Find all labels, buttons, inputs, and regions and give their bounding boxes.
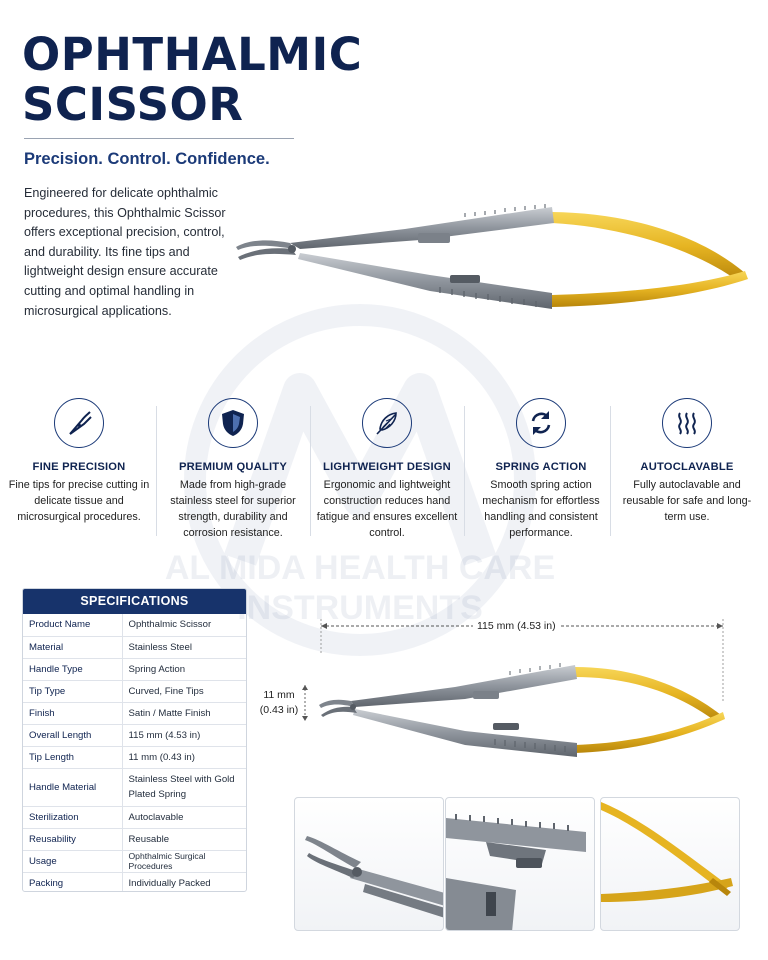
table-row: Sterilization Autoclavable [23, 806, 246, 829]
feature-title: SPRING ACTION [495, 461, 587, 473]
detail-image-lock [445, 797, 595, 931]
feature-description: Made from high-grade stainless steel for… [170, 479, 296, 539]
shield-icon [208, 398, 258, 448]
feature-divider [464, 406, 465, 536]
spec-key: Material [23, 636, 123, 659]
feature-description: Fully autoclavable and reusable for safe… [622, 479, 752, 523]
table-row: Packing Individually Packed [23, 872, 246, 891]
feature-title: FINE PRECISION [32, 461, 126, 473]
spec-value: Spring Action [122, 658, 246, 681]
tip-length-label: 11 mm (0.43 in) [257, 688, 301, 718]
hero-scissor-image [236, 204, 748, 309]
feature-spring-action: SPRING ACTION Smooth spring action mecha… [465, 398, 617, 541]
specifications-table: SPECIFICATIONS Product Name Ophthalmic S… [22, 588, 247, 892]
spec-key: Overall Length [23, 724, 123, 747]
spec-value: Reusable [122, 828, 246, 851]
feature-title: AUTOCLAVABLE [640, 461, 734, 473]
feature-lightweight-design: LIGHTWEIGHT DESIGN Ergonomic and lightwe… [311, 398, 463, 541]
feature-title: LIGHTWEIGHT DESIGN [323, 461, 451, 473]
spec-key: Sterilization [23, 806, 123, 829]
spec-key: Handle Type [23, 658, 123, 681]
refresh-arrows-icon [516, 398, 566, 448]
table-row: Reusability Reusable [23, 828, 246, 851]
feature-description: Smooth spring action mechanism for effor… [482, 479, 600, 539]
table-row: Handle Type Spring Action [23, 658, 246, 681]
dimension-scissor-image [302, 619, 725, 757]
steam-icon [662, 398, 712, 448]
table-row: Handle Material Stainless Steel with Gol… [23, 768, 246, 807]
dimension-diagram: 115 mm (4.53 in) 11 mm (0.43 in) [255, 615, 755, 775]
spec-key: Product Name [23, 614, 123, 637]
detail-image-tips [294, 797, 444, 931]
intro-paragraph: Engineered for delicate ophthalmic proce… [24, 186, 226, 318]
feature-divider [310, 406, 311, 536]
table-row: Product Name Ophthalmic Scissor [23, 614, 246, 637]
tip-length-in: (0.43 in) [259, 704, 299, 716]
title-line-1: OPHTHALMIC [22, 28, 363, 81]
spec-key: Handle Material [23, 768, 123, 807]
features-row: FINE PRECISION Fine tips for precise cut… [0, 398, 768, 568]
tip-length-mm: 11 mm [263, 689, 295, 701]
detail-image-spring [600, 797, 740, 931]
title-line-2: SCISSOR [22, 78, 244, 131]
spec-key: Tip Length [23, 746, 123, 769]
title-divider [24, 138, 294, 139]
page-title: OPHTHALMIC SCISSOR [22, 30, 362, 130]
spec-key: Usage [23, 850, 123, 873]
feature-description: Fine tips for precise cutting in delicat… [8, 479, 150, 523]
feature-title: PREMIUM QUALITY [178, 461, 288, 473]
feature-autoclavable: AUTOCLAVABLE Fully autoclavable and reus… [611, 398, 763, 525]
tagline: Precision. Control. Confidence. [24, 150, 270, 168]
spec-value: Autoclavable [122, 806, 246, 829]
table-row: Finish Satin / Matte Finish [23, 702, 246, 725]
spec-value: 115 mm (4.53 in) [122, 724, 246, 747]
feature-fine-precision: FINE PRECISION Fine tips for precise cut… [3, 398, 155, 525]
spec-value: Stainless Steel with Gold Plated Spring [122, 768, 246, 807]
feature-premium-quality: PREMIUM QUALITY Made from high-grade sta… [157, 398, 309, 541]
overall-length-label: 115 mm (4.53 in) [473, 620, 560, 632]
table-row: Tip Length 11 mm (0.43 in) [23, 746, 246, 769]
table-row: Usage Ophthalmic Surgical Procedures [23, 850, 246, 873]
table-row: Overall Length 115 mm (4.53 in) [23, 724, 246, 747]
feature-divider [156, 406, 157, 536]
feature-divider [610, 406, 611, 536]
spec-key: Finish [23, 702, 123, 725]
feather-icon [362, 398, 412, 448]
spec-value: Individually Packed [128, 877, 211, 889]
specifications-heading: SPECIFICATIONS [23, 589, 246, 614]
spec-value: Ophthalmic Surgical Procedures [122, 850, 246, 873]
spec-value: 11 mm (0.43 in) [122, 746, 246, 769]
spec-value: Satin / Matte Finish [122, 702, 246, 725]
table-row: Tip Type Curved, Fine Tips [23, 680, 246, 703]
spec-value: Stainless Steel [122, 636, 246, 659]
spec-key: Reusability [23, 828, 123, 851]
spec-value: Curved, Fine Tips [122, 680, 246, 703]
feature-description: Ergonomic and lightweight construction r… [316, 479, 458, 539]
spec-key: Tip Type [23, 680, 123, 703]
spec-key: Packing [23, 872, 123, 891]
spec-value: Ophthalmic Scissor [122, 614, 246, 637]
scissor-tip-icon [54, 398, 104, 448]
table-row: Material Stainless Steel [23, 636, 246, 659]
